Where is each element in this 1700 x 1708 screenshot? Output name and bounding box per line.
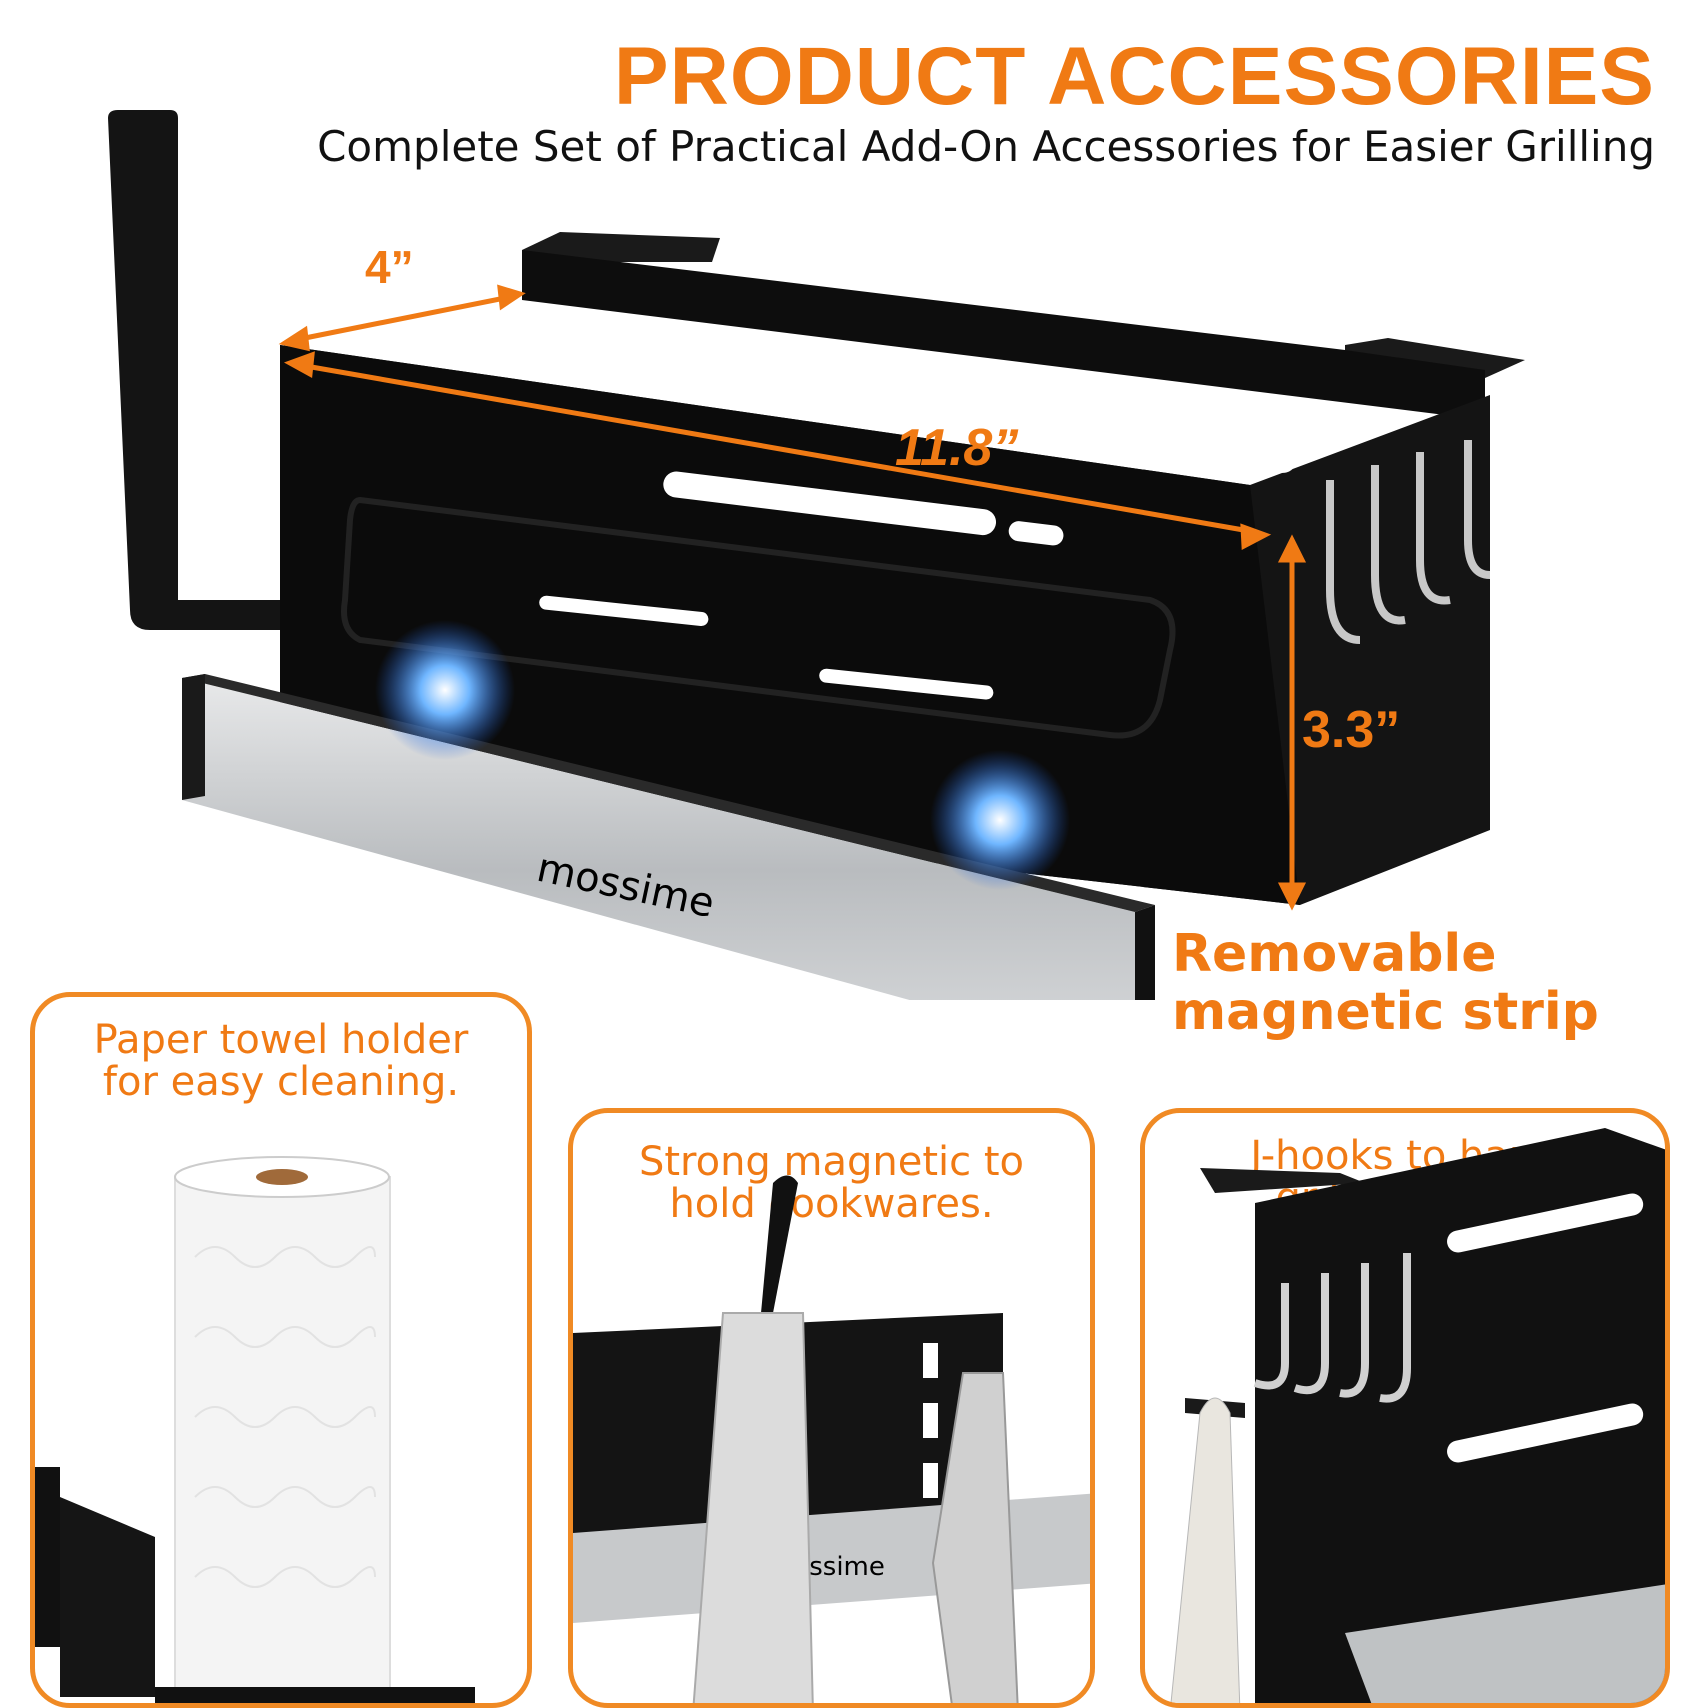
panel-caption: Strong magnetic to hold cookwares. (573, 1141, 1090, 1225)
panel-paper-towel: Paper towel holder for easy cleaning. (30, 992, 532, 1708)
panel-caption: Paper towel holder for easy cleaning. (35, 1019, 527, 1103)
panel-caption-line2: for easy cleaning. (102, 1059, 460, 1105)
paper-towel-illustration (35, 1156, 475, 1703)
front-cutout (341, 496, 1176, 739)
page-subtitle: Complete Set of Practical Add-On Accesso… (317, 122, 1655, 171)
panel-caption-line1: Paper towel holder (93, 1017, 469, 1063)
depth-dimension-label: 4” (365, 241, 414, 293)
product-illustration: mossime (108, 110, 1525, 1000)
magnetic-illustration: mossime (573, 1175, 1090, 1703)
feature-label: Removable magnetic strip (1172, 925, 1599, 1041)
j-hooks-illustration (1170, 1128, 1665, 1703)
magnet-spark-icon (930, 750, 1070, 890)
j-hooks (1326, 440, 1491, 644)
panel-magnetic: Strong magnetic to hold cookwares. mossi… (568, 1108, 1095, 1708)
magnet-spark-icon (375, 620, 515, 760)
feature-label-line2: magnetic strip (1172, 982, 1599, 1042)
basket-back-wall (522, 250, 1485, 420)
basket-slots (539, 359, 1297, 700)
length-dimension-label: 11.8” (895, 419, 1019, 477)
paper-towel-arm (108, 110, 285, 630)
panel-j-hooks: J-hooks to hang grilling tools. (1140, 1108, 1670, 1708)
panel-caption-line1: Strong magnetic to (638, 1139, 1025, 1185)
height-dimension-label: 3.3” (1302, 701, 1401, 759)
top-bracket-left (522, 232, 720, 262)
page-title: PRODUCT ACCESSORIES (613, 31, 1655, 122)
panel-caption-line2: hold cookwares. (669, 1181, 994, 1227)
dimension-arrows (278, 284, 1307, 911)
feature-label-line1: Removable (1172, 924, 1497, 984)
